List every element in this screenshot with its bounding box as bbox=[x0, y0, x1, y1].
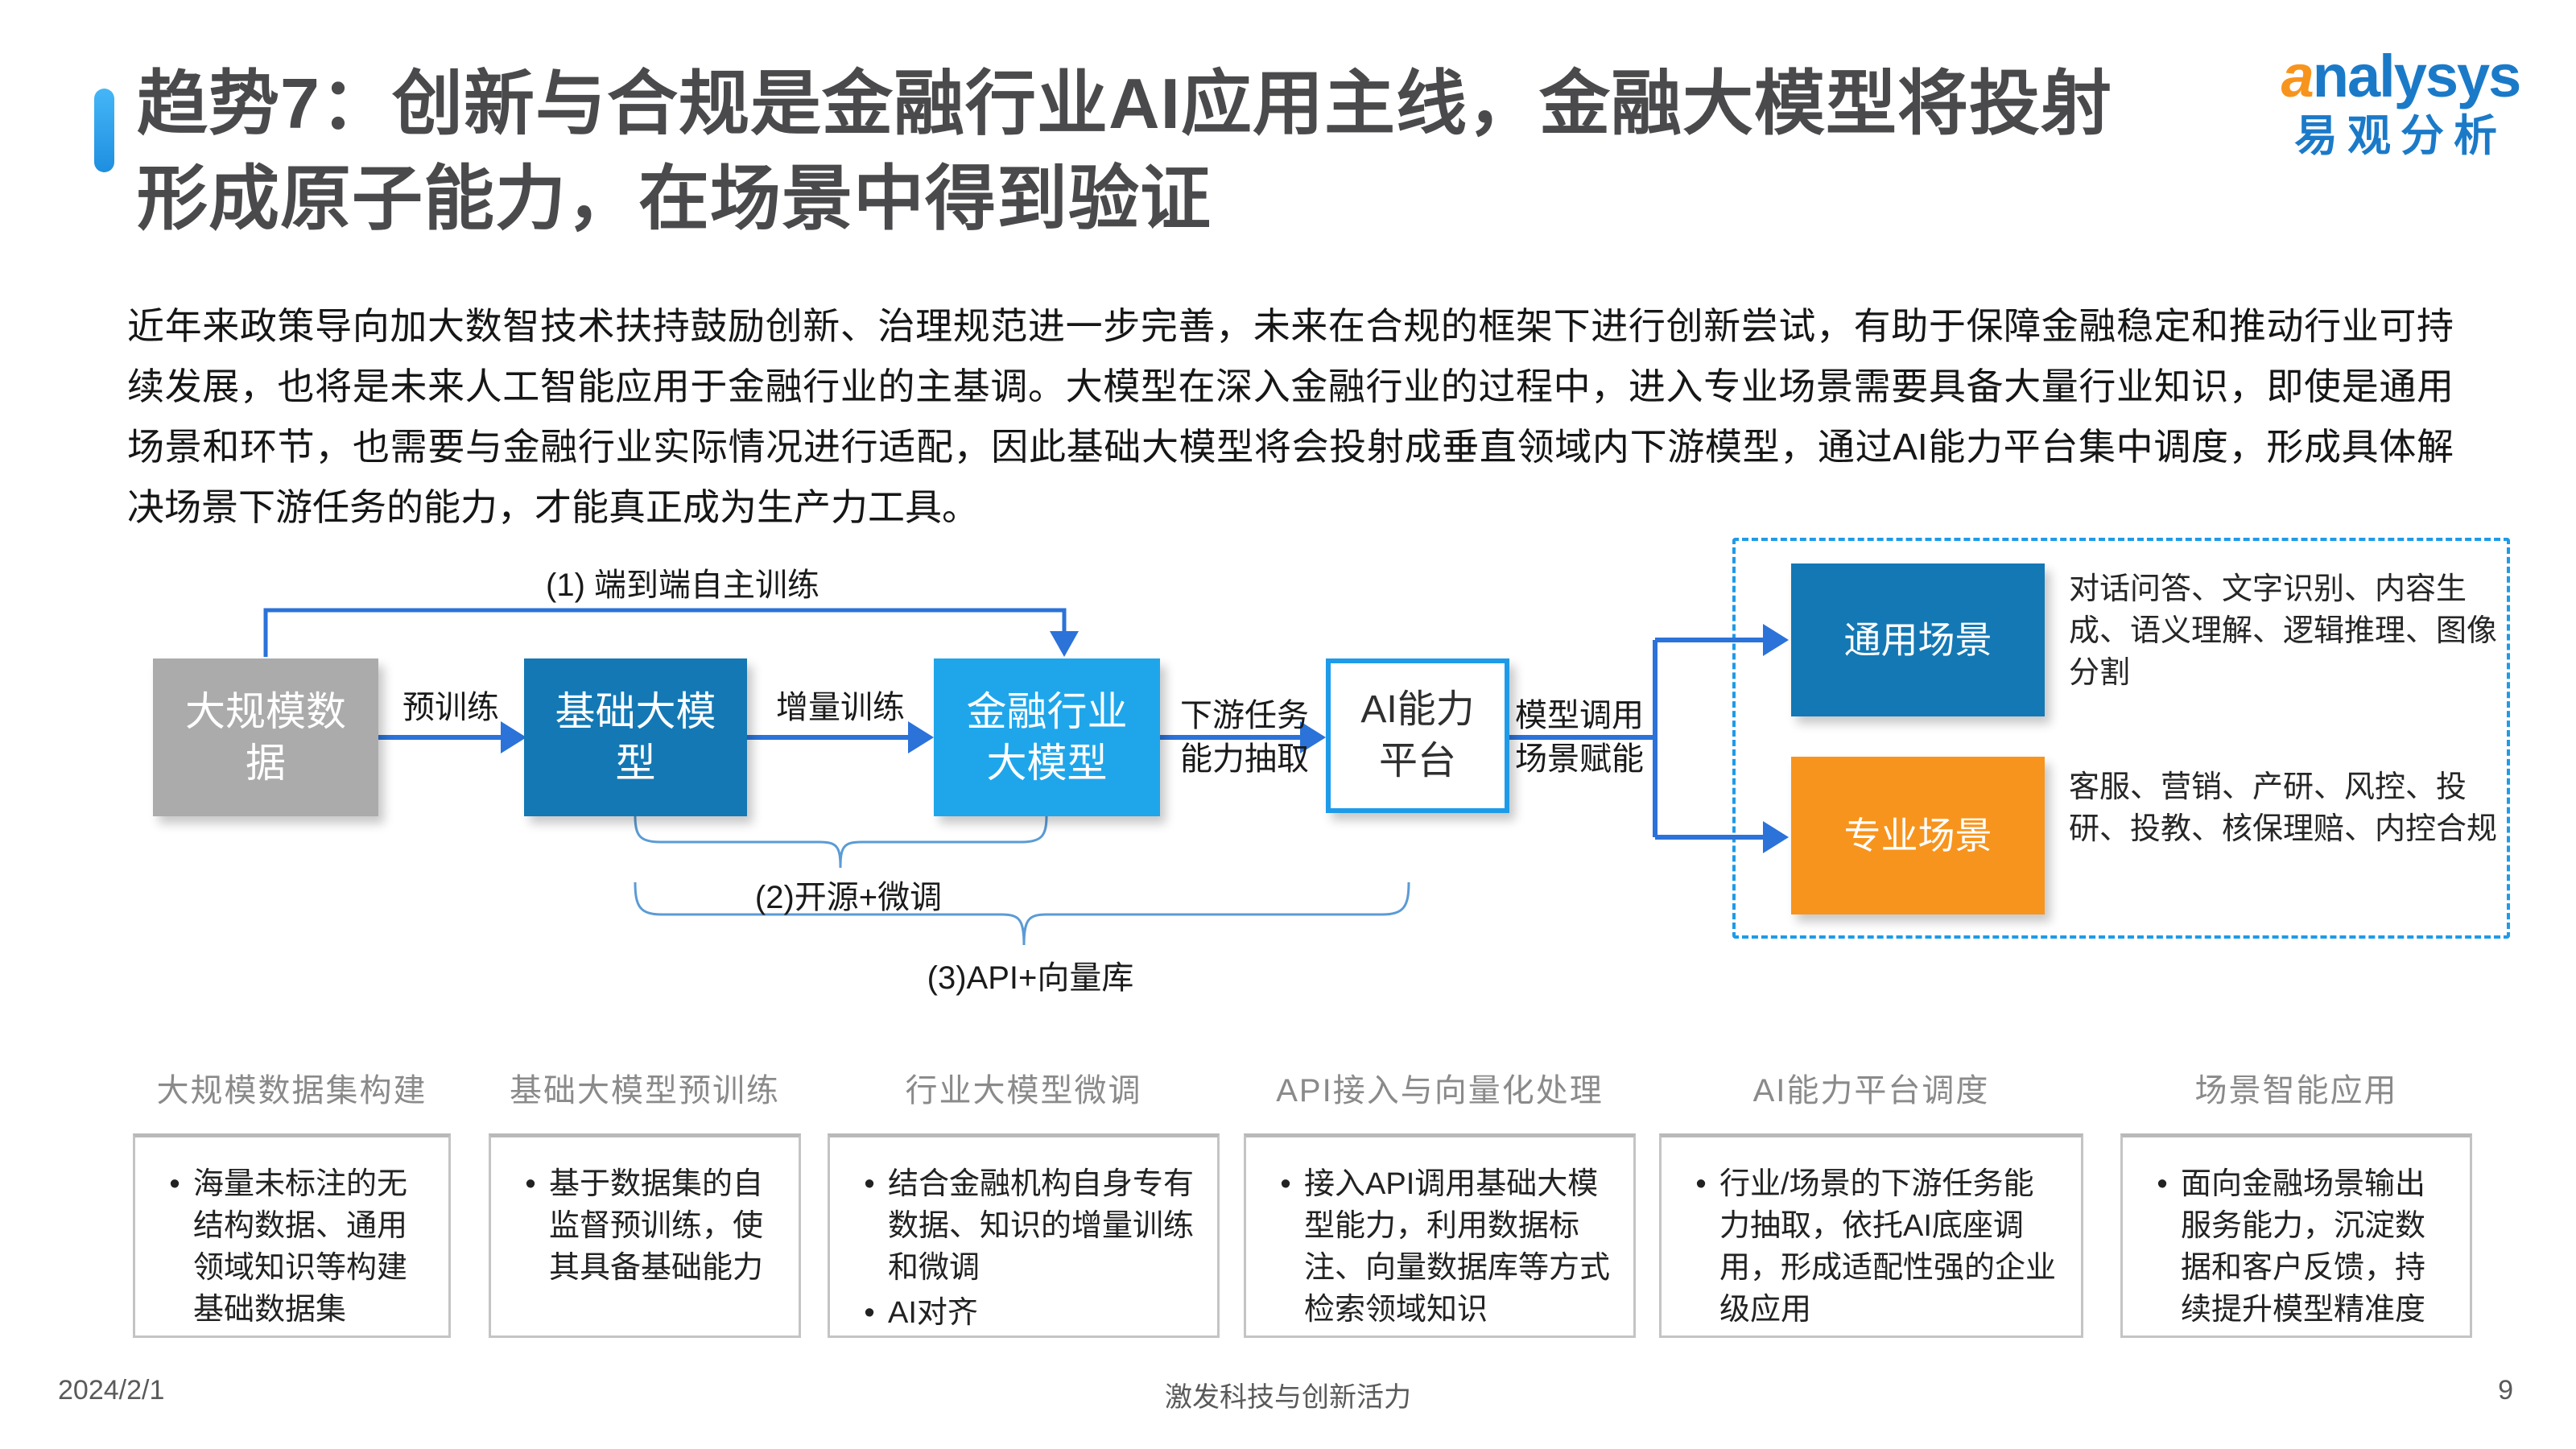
bullet-icon bbox=[851, 1163, 888, 1289]
edge-label-pretrain: 预训练 bbox=[402, 690, 499, 725]
bullet-item: 面向金融场景输出服务能力，沉淀数据和客户反馈，持续提升模型精准度 bbox=[2144, 1163, 2449, 1331]
bullet-item: 海量未标注的无结构数据、通用领域知识等构建基础数据集 bbox=[156, 1163, 427, 1331]
bullet-item: 接入API调用基础大模型能力，利用数据标注、向量数据库等方式检索领域知识 bbox=[1267, 1163, 1612, 1331]
node-foundation-model: 基础大模 型 bbox=[524, 658, 747, 816]
analysys-wordmark: analysys bbox=[2264, 47, 2537, 106]
brace-open-source-finetune bbox=[634, 815, 1048, 869]
node-professional-scenario: 专业场景 bbox=[1791, 757, 2045, 914]
intro-paragraph: 近年来政策导向加大数智技术扶持鼓励创新、治理规范进一步完善，未来在合规的框架下进… bbox=[127, 305, 2454, 528]
bullet-item: 结合金融机构自身专有数据、知识的增量训练和微调 bbox=[851, 1163, 1196, 1289]
bullet-text: 面向金融场景输出服务能力，沉淀数据和客户反馈，持续提升模型精准度 bbox=[2181, 1167, 2426, 1327]
logo-chinese-name: 易观分析 bbox=[2294, 112, 2507, 160]
stage-box: 海量未标注的无结构数据、通用领域知识等构建基础数据集 bbox=[133, 1133, 451, 1338]
footer: 2024/2/1 激发科技与创新活力 9 bbox=[0, 1368, 2576, 1417]
bullet-text: 结合金融机构自身专有数据、知识的增量训练和微调 bbox=[888, 1167, 1195, 1285]
bullet-item: 基于数据集的自监督预训练，使其具备基础能力 bbox=[512, 1163, 778, 1289]
bullet-text: 海量未标注的无结构数据、通用领域知识等构建基础数据集 bbox=[193, 1167, 408, 1327]
edge-label-downstream: 下游任务 能力抽取 bbox=[1180, 698, 1309, 777]
path-label-open-source-finetune: (2)开源+微调 bbox=[754, 880, 943, 915]
logo-a-swirl-icon: a bbox=[2281, 43, 2314, 109]
footer-date: 2024/2/1 bbox=[58, 1375, 165, 1406]
bullet-icon bbox=[2144, 1163, 2181, 1331]
stage-title: 基础大模型预训练 bbox=[510, 1073, 780, 1108]
logo-wordmark-text: nalysys bbox=[2312, 43, 2522, 109]
bullet-item: 行业/场景的下游任务能力抽取，依托AI底座调用，形成适配性强的企业级应用 bbox=[1682, 1163, 2060, 1331]
bullet-icon bbox=[512, 1163, 549, 1289]
stage-title: AI能力平台调度 bbox=[1752, 1073, 1990, 1108]
bullet-icon bbox=[1267, 1163, 1304, 1331]
bullet-item: AI对齐 bbox=[851, 1292, 1196, 1334]
stage-title: 大规模数据集构建 bbox=[156, 1073, 427, 1108]
analysys-logo: analysys 易观分析 bbox=[2264, 47, 2537, 160]
title-accent-bar bbox=[94, 89, 114, 172]
node-general-scenario: 通用场景 bbox=[1791, 564, 2045, 716]
bullet-text: 接入API调用基础大模型能力，利用数据标注、向量数据库等方式检索领域知识 bbox=[1304, 1167, 1611, 1327]
stage-column-scenario-app: 场景智能应用 面向金融场景输出服务能力，沉淀数据和客户反馈，持续提升模型精准度 bbox=[2120, 1064, 2472, 1338]
node-ai-capability-platform: AI能力 平台 bbox=[1326, 658, 1509, 813]
stage-title: 场景智能应用 bbox=[2194, 1073, 2398, 1108]
bullet-text: 基于数据集的自监督预训练，使其具备基础能力 bbox=[549, 1167, 764, 1285]
page-number: 9 bbox=[2498, 1375, 2513, 1406]
stage-title: API接入与向量化处理 bbox=[1276, 1073, 1604, 1108]
edge-label-incremental: 增量训练 bbox=[776, 690, 905, 725]
stage-column-finetune: 行业大模型微调 结合金融机构自身专有数据、知识的增量训练和微调 AI对齐 bbox=[828, 1064, 1220, 1338]
footer-slogan: 激发科技与创新活力 bbox=[1165, 1382, 1411, 1413]
node-large-scale-data: 大规模数 据 bbox=[153, 658, 378, 816]
stage-column-platform-dispatch: AI能力平台调度 行业/场景的下游任务能力抽取，依托AI底座调用，形成适配性强的… bbox=[1659, 1064, 2083, 1338]
stage-box: 面向金融场景输出服务能力，沉淀数据和客户反馈，持续提升模型精准度 bbox=[2120, 1133, 2472, 1338]
stage-column-dataset: 大规模数据集构建 海量未标注的无结构数据、通用领域知识等构建基础数据集 bbox=[133, 1064, 451, 1338]
stage-column-api-vector: API接入与向量化处理 接入API调用基础大模型能力，利用数据标注、向量数据库等… bbox=[1244, 1064, 1636, 1338]
edge-label-invoke: 模型调用 场景赋能 bbox=[1515, 698, 1644, 777]
stage-box: 基于数据集的自监督预训练，使其具备基础能力 bbox=[489, 1133, 801, 1338]
page-title-line2: 形成原子能力，在场景中得到验证 bbox=[137, 159, 1212, 238]
path-label-api-vector: (3)API+向量库 bbox=[927, 960, 1134, 996]
bullet-icon bbox=[1682, 1163, 1719, 1331]
general-scenario-desc: 对话问答、文字识别、内容生成、语义理解、逻辑推理、图像分割 bbox=[2069, 572, 2498, 690]
path-end-to-end bbox=[263, 608, 1079, 657]
stage-title: 行业大模型微调 bbox=[905, 1073, 1142, 1108]
stage-box: 行业/场景的下游任务能力抽取，依托AI底座调用，形成适配性强的企业级应用 bbox=[1659, 1133, 2083, 1338]
page-title-line1: 趋势7：创新与合规是金融行业AI应用主线，金融大模型将投射 bbox=[137, 64, 2112, 143]
professional-scenario-desc: 客服、营销、产研、风控、投研、投教、核保理赔、内控合规 bbox=[2069, 770, 2498, 846]
page-title: 趋势7：创新与合规是金融行业AI应用主线，金融大模型将投射 形成原子能力，在场景… bbox=[137, 56, 2262, 246]
stage-column-pretrain: 基础大模型预训练 基于数据集的自监督预训练，使其具备基础能力 bbox=[489, 1064, 801, 1338]
scenario-container bbox=[1732, 538, 2510, 939]
bullet-icon bbox=[156, 1163, 193, 1331]
bullet-text: AI对齐 bbox=[888, 1296, 978, 1330]
bullet-text: 行业/场景的下游任务能力抽取，依托AI底座调用，形成适配性强的企业级应用 bbox=[1719, 1167, 2057, 1327]
node-finance-industry-model: 金融行业 大模型 bbox=[934, 658, 1160, 816]
stage-box: 接入API调用基础大模型能力，利用数据标注、向量数据库等方式检索领域知识 bbox=[1244, 1133, 1636, 1338]
bullet-icon bbox=[851, 1292, 888, 1334]
stage-box: 结合金融机构自身专有数据、知识的增量训练和微调 AI对齐 bbox=[828, 1133, 1220, 1338]
path-label-end-to-end: (1) 端到端自主训练 bbox=[546, 568, 819, 603]
